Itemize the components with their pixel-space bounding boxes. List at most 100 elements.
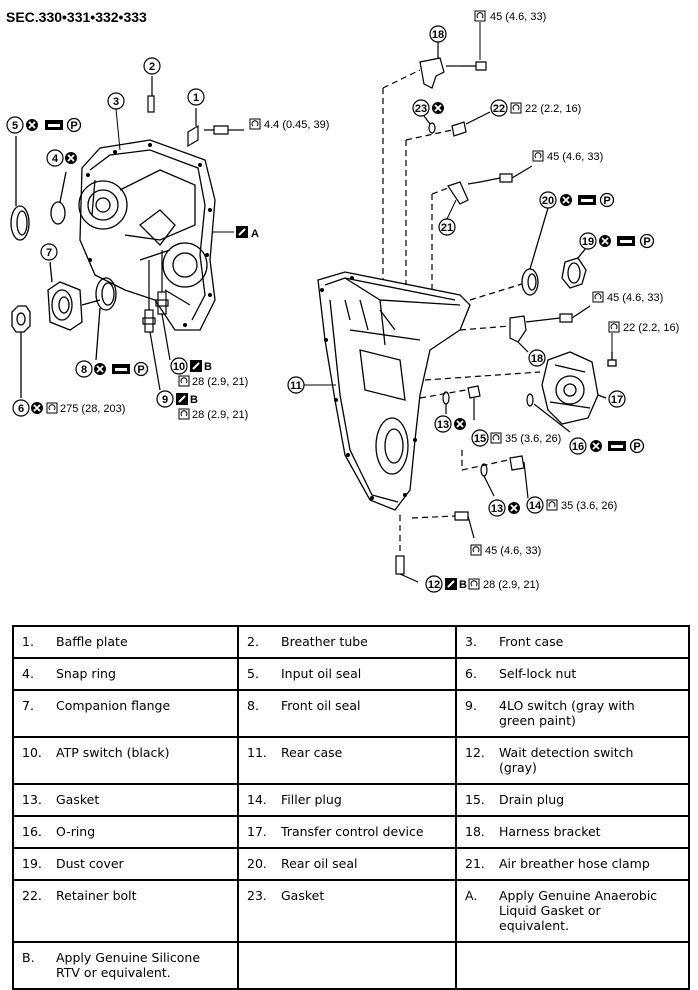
replace-icon xyxy=(30,401,44,415)
callout-8: 8 P xyxy=(75,360,149,378)
legend-cell: 18.Harness bracket xyxy=(455,815,690,849)
svg-text:4.4 (0.45, 39): 4.4 (0.45, 39) xyxy=(264,119,329,131)
svg-text:22 (2.2, 16): 22 (2.2, 16) xyxy=(623,322,679,334)
exploded-view-diagram: SEC.330•331•332•333 xyxy=(6,9,679,593)
legend-cell: 9.4LO switch (gray with green paint) xyxy=(455,689,690,738)
callout-12: 12 B 28 (2.9, 21) xyxy=(425,575,539,593)
legend-item-text: Dust cover xyxy=(56,856,124,871)
callout-11: 11 xyxy=(287,376,336,394)
legend-cell: 10.ATP switch (black) xyxy=(12,736,239,785)
svg-text:P: P xyxy=(137,364,144,376)
svg-text:13: 13 xyxy=(437,419,449,431)
callout-5-number: 5 xyxy=(12,120,18,132)
hose-clamp-drawing xyxy=(431,165,533,290)
torque-9: 28 (2.9, 21) xyxy=(192,409,248,421)
svg-text:19: 19 xyxy=(582,236,594,248)
callout-2: 2 xyxy=(143,57,161,75)
svg-text:45 (4.6, 33): 45 (4.6, 33) xyxy=(490,11,546,23)
replace-icon xyxy=(507,501,521,515)
replace-icon xyxy=(25,118,39,132)
replace-icon xyxy=(559,193,573,207)
sealant-icon xyxy=(175,392,189,406)
legend-item-number: 9. xyxy=(465,698,477,713)
legend-item-text: Companion flange xyxy=(56,698,171,713)
companion-flange-drawing xyxy=(47,261,101,331)
replace-icon xyxy=(64,151,78,165)
legend-cell: 4.Snap ring xyxy=(12,657,239,691)
legend-item-text: ATP switch (black) xyxy=(56,745,170,760)
legend-item-text: Input oil seal xyxy=(281,666,362,681)
torque-icon xyxy=(470,544,482,556)
svg-text:15: 15 xyxy=(474,433,486,445)
drain-plug-drawing xyxy=(419,385,481,420)
svg-text:28 (2.9, 21): 28 (2.9, 21) xyxy=(483,579,539,591)
legend-item-text: Wait detection switch (gray) xyxy=(499,745,634,775)
front-oil-seal-drawing xyxy=(95,277,117,361)
torque-21-label: 45 (4.6, 33) xyxy=(532,150,603,163)
legend-cell: B.Apply Genuine Silicone RTV or equivale… xyxy=(12,941,239,990)
legend-cell: 13.Gasket xyxy=(12,783,239,817)
grease-icon xyxy=(608,441,626,451)
legend-item-number: 12. xyxy=(465,745,485,760)
callout-21: 21 xyxy=(438,199,457,236)
grease-icon xyxy=(45,120,63,130)
svg-text:A: A xyxy=(251,228,259,240)
breather-tube-drawing xyxy=(147,76,155,113)
legend-item-text: Filler plug xyxy=(281,792,342,807)
callout-22: 22 22 (2.2, 16) xyxy=(490,99,581,117)
rear-case-bolt-holes xyxy=(320,276,417,500)
svg-text:P: P xyxy=(603,195,610,207)
harness-bracket-top-drawing xyxy=(382,42,487,280)
legend-item-number: 11. xyxy=(247,745,267,760)
legend-cell: A.Apply Genuine Anaerobic Liquid Gasket … xyxy=(455,879,690,943)
torque-10: 28 (2.9, 21) xyxy=(192,376,248,388)
legend-cell: 19.Dust cover xyxy=(12,847,239,881)
legend-cell: 14.Filler plug xyxy=(237,783,457,817)
svg-text:P: P xyxy=(70,120,77,132)
o-ring-16-drawing xyxy=(424,371,571,433)
replace-icon xyxy=(598,234,612,248)
legend-item-number: B. xyxy=(22,950,35,965)
torque-icon xyxy=(249,118,261,130)
callout-3: 3 xyxy=(107,92,125,151)
torque-icon xyxy=(178,375,190,387)
svg-text:13: 13 xyxy=(491,503,503,515)
callout-18-mid: 18 xyxy=(528,349,546,367)
sealant-icon xyxy=(444,577,458,591)
svg-text:20: 20 xyxy=(542,195,554,207)
legend-item-text: Self-lock nut xyxy=(499,666,577,681)
torque-icon xyxy=(592,291,604,303)
legend-item-number: 6. xyxy=(465,666,477,681)
grease-icon xyxy=(578,195,596,205)
svg-text:P: P xyxy=(633,441,640,453)
baffle-plate-drawing xyxy=(187,108,244,148)
legend-row: 4.Snap ring 5. Input oil seal 6. Self-lock n… xyxy=(12,657,690,691)
rear-case-drawing xyxy=(317,271,471,511)
legend-item-text: Gasket xyxy=(281,888,325,903)
legend-cell: 5. Input oil seal xyxy=(237,657,457,691)
torque-icon xyxy=(608,321,620,333)
legend-item-number: 5. xyxy=(247,666,259,681)
replace-icon xyxy=(453,417,467,431)
torque-bottom-label: 45 (4.6, 33) xyxy=(470,544,541,557)
callout-2-number: 2 xyxy=(149,61,155,73)
sealant-icon xyxy=(235,225,249,239)
svg-text:18: 18 xyxy=(531,353,543,365)
callout-7-number: 7 xyxy=(46,247,52,259)
svg-text:35 (3.6, 26): 35 (3.6, 26) xyxy=(561,500,617,512)
legend-row: B.Apply Genuine Silicone RTV or equivale… xyxy=(12,941,690,990)
svg-text:45 (4.6, 33): 45 (4.6, 33) xyxy=(485,545,541,557)
legend-cell: 8.Front oil seal xyxy=(237,689,457,738)
legend-cell: 15.Drain plug xyxy=(455,783,690,817)
callout-4: 4 xyxy=(46,149,78,167)
dust-cover-drawing xyxy=(561,247,587,289)
callout-7: 7 xyxy=(40,243,58,261)
legend-cell: 12. Wait detection switch (gray) xyxy=(455,736,690,785)
legend-cell: 16.O-ring xyxy=(12,815,239,849)
torque-icon xyxy=(474,10,486,22)
